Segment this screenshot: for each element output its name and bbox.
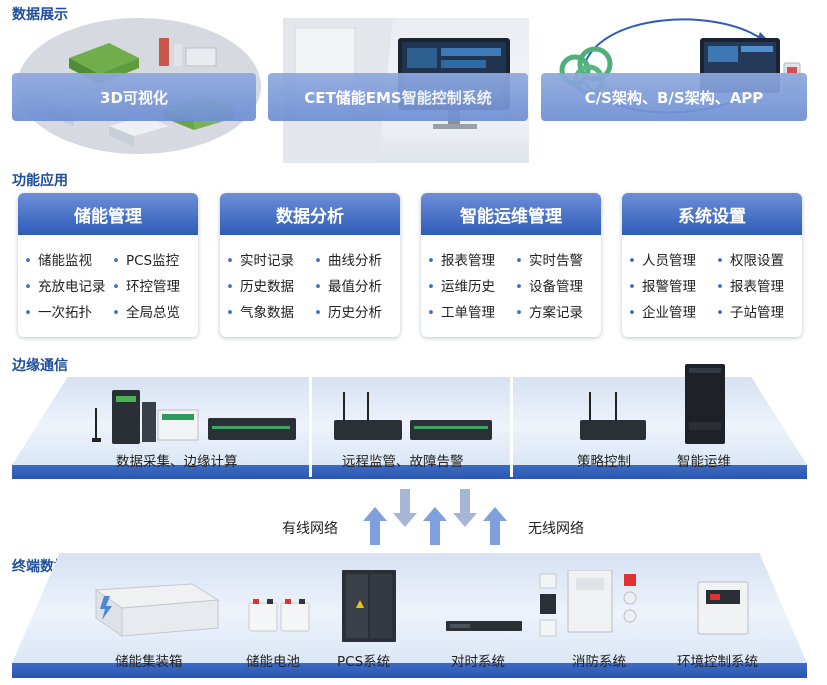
remote-monitor-devices (334, 392, 492, 440)
function-card-title: 系统设置 (622, 193, 802, 235)
strategy-control-device (580, 392, 646, 440)
function-item: 实时告警 (513, 249, 601, 269)
fire-protection-image (539, 570, 637, 637)
terminal-caption-environment: 环境控制系统 (677, 654, 758, 670)
environment-control-cabinet-image (697, 581, 749, 635)
function-item: 充放电记录 (22, 275, 110, 295)
edge-caption-ops: 智能运维 (677, 454, 731, 470)
network-arrows (363, 489, 507, 545)
display-bar-3d: 3D可视化 (12, 73, 256, 121)
edge-caption-acquisition: 数据采集、边缘计算 (116, 454, 238, 470)
display-bar-ems: CET储能EMS智能控制系统 (268, 73, 528, 121)
edge-platform-base (12, 465, 807, 479)
function-item: 报警管理 (626, 275, 714, 295)
intelligent-ops-server (685, 364, 725, 444)
function-card-analysis: 数据分析 实时记录 曲线分析 历史数据 最值分析 气象数据 历史分析 (220, 193, 400, 337)
storage-container-image (94, 583, 220, 637)
function-item: 子站管理 (714, 301, 802, 321)
function-item: 运维历史 (425, 275, 513, 295)
function-card-settings: 系统设置 人员管理 权限设置 报警管理 报表管理 企业管理 子站管理 (622, 193, 802, 337)
function-item: 环控管理 (110, 275, 198, 295)
terminal-caption-pcs: PCS系统 (337, 654, 391, 670)
display-bar-architecture: C/S架构、B/S架构、APP (541, 73, 807, 121)
function-item: 企业管理 (626, 301, 714, 321)
storage-battery-image (248, 599, 310, 632)
edge-divider (510, 377, 513, 477)
function-item: 方案记录 (513, 301, 601, 321)
function-card-title: 智能运维管理 (421, 193, 601, 235)
wireless-network-label: 无线网络 (528, 521, 584, 537)
function-item: 设备管理 (513, 275, 601, 295)
function-item: 历史分析 (312, 301, 400, 321)
function-item: 报表管理 (714, 275, 802, 295)
terminal-platform-base (12, 663, 807, 678)
function-card-title: 储能管理 (18, 193, 198, 235)
terminal-caption-container: 储能集装箱 (115, 654, 183, 670)
wired-network-label: 有线网络 (282, 521, 338, 537)
function-item: 工单管理 (425, 301, 513, 321)
section-title-edge: 边缘通信 (12, 358, 68, 374)
function-item: 全局总览 (110, 301, 198, 321)
function-card-storage: 储能管理 储能监视 PCS监控 充放电记录 环控管理 一次拓扑 全局总览 (18, 193, 198, 337)
function-card-maintenance: 智能运维管理 报表管理 实时告警 运维历史 设备管理 工单管理 方案记录 (421, 193, 601, 337)
time-sync-device-image (446, 621, 522, 631)
function-card-title: 数据分析 (220, 193, 400, 235)
function-item: 实时记录 (224, 249, 312, 269)
function-item: 权限设置 (714, 249, 802, 269)
function-item: 人员管理 (626, 249, 714, 269)
edge-gateway-devices (92, 390, 296, 444)
function-item: 报表管理 (425, 249, 513, 269)
terminal-caption-fire: 消防系统 (572, 654, 626, 670)
section-title-function: 功能应用 (12, 173, 68, 189)
function-item: 一次拓扑 (22, 301, 110, 321)
function-item: PCS监控 (110, 249, 198, 269)
edge-caption-strategy: 策略控制 (577, 454, 631, 470)
terminal-caption-time-sync: 对时系统 (451, 654, 505, 670)
edge-caption-remote: 远程监管、故障告警 (342, 454, 464, 470)
function-item: 储能监视 (22, 249, 110, 269)
function-item: 曲线分析 (312, 249, 400, 269)
section-title-display: 数据展示 (12, 7, 68, 23)
pcs-cabinet-image (342, 570, 396, 642)
function-item: 气象数据 (224, 301, 312, 321)
function-item: 历史数据 (224, 275, 312, 295)
edge-divider (309, 377, 312, 477)
terminal-caption-battery: 储能电池 (246, 654, 300, 670)
function-item: 最值分析 (312, 275, 400, 295)
